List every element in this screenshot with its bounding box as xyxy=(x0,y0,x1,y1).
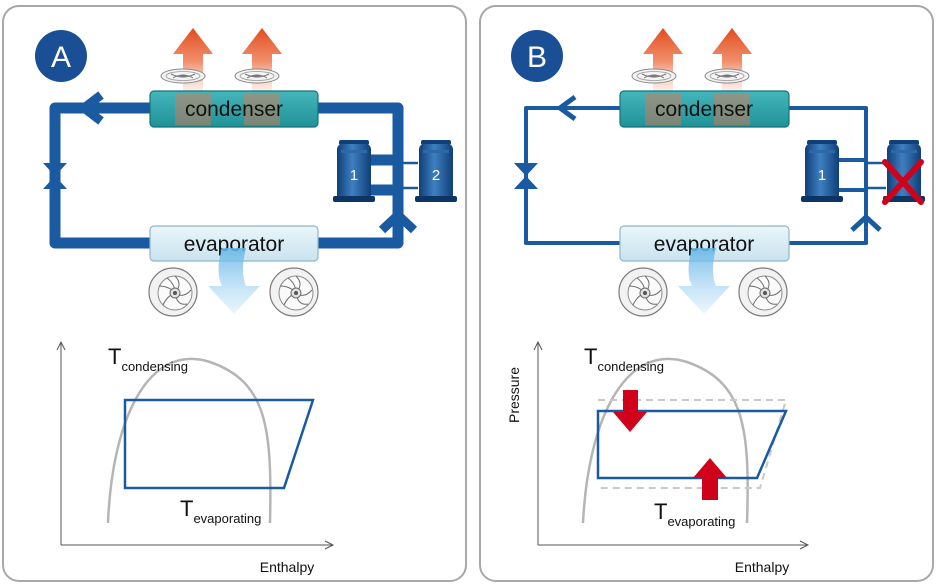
flow-arrow-icon xyxy=(555,94,577,122)
condenser-fan-icon xyxy=(631,68,677,84)
condenser-label: condenser xyxy=(185,98,283,121)
badge-letter: A xyxy=(51,41,71,74)
compressor-2: 2 xyxy=(415,140,457,202)
disabled-x-icon xyxy=(882,159,924,205)
cold-air-arrow xyxy=(208,248,260,314)
condenser-label: condenser xyxy=(655,98,753,121)
cold-air-arrow xyxy=(678,248,730,314)
x-axis-label: Enthalpy xyxy=(260,559,314,575)
x-axis-label: Enthalpy xyxy=(735,559,789,575)
t-condensing-label: Tcondensing xyxy=(584,344,664,374)
pressure-rise-arrow-icon xyxy=(693,458,727,500)
condenser-fan-icon xyxy=(160,68,206,84)
panel-b: condenser evaporator 1 B xyxy=(479,5,934,582)
compressor-number: 2 xyxy=(432,167,440,184)
flow-arrow-icon xyxy=(76,91,104,125)
evaporator-label: evaporator xyxy=(654,233,754,256)
compressor-number: 1 xyxy=(818,167,826,184)
flow-arrow-icon xyxy=(850,213,882,232)
saturation-dome xyxy=(106,357,272,524)
compressor-number: 1 xyxy=(350,167,358,184)
evaporator-fan-icon xyxy=(148,267,198,317)
panel-a: condenser evaporator 1 2 A xyxy=(2,5,467,582)
saturation-dome xyxy=(581,357,749,524)
panel-badge: A xyxy=(35,30,87,82)
t-evaporating-label: Tevaporating xyxy=(654,499,735,529)
badge-letter: B xyxy=(527,41,547,74)
evaporator-fan-icon xyxy=(618,267,668,317)
condenser-fan-icon xyxy=(234,68,280,84)
ph-chart: Tcondensing Tevaporating Pressure Enthal… xyxy=(506,340,810,575)
condenser-box: condenser xyxy=(149,90,319,128)
t-condensing-label: Tcondensing xyxy=(108,344,188,374)
compressor-2-disabled xyxy=(882,140,925,205)
flow-arrow-icon xyxy=(378,208,418,234)
panel-badge: B xyxy=(511,30,563,82)
evaporator-box: evaporator xyxy=(149,225,319,262)
condenser-fan-icon xyxy=(704,68,750,84)
chart-axes xyxy=(56,340,335,550)
ph-chart: Tcondensing Tevaporating Enthalpy xyxy=(56,340,335,575)
compressor-1: 1 xyxy=(801,140,843,202)
refrigeration-cycle xyxy=(596,409,788,480)
y-axis-label: Pressure xyxy=(506,367,522,423)
compressor-link-lines xyxy=(866,161,878,190)
evaporator-fan-icon xyxy=(269,267,319,317)
evaporator-label: evaporator xyxy=(184,233,284,256)
compressor-link-lines xyxy=(370,161,418,190)
condenser-box: condenser xyxy=(619,90,790,128)
expansion-valve-icon xyxy=(43,163,67,189)
expansion-valve-icon xyxy=(514,163,538,189)
refrigeration-cycle xyxy=(123,398,315,490)
pressure-drop-arrow-icon xyxy=(613,390,647,432)
evaporator-fan-icon xyxy=(738,267,788,317)
t-evaporating-label: Tevaporating xyxy=(180,496,261,526)
compressor-1: 1 xyxy=(333,140,375,202)
chart-axes xyxy=(533,340,810,550)
